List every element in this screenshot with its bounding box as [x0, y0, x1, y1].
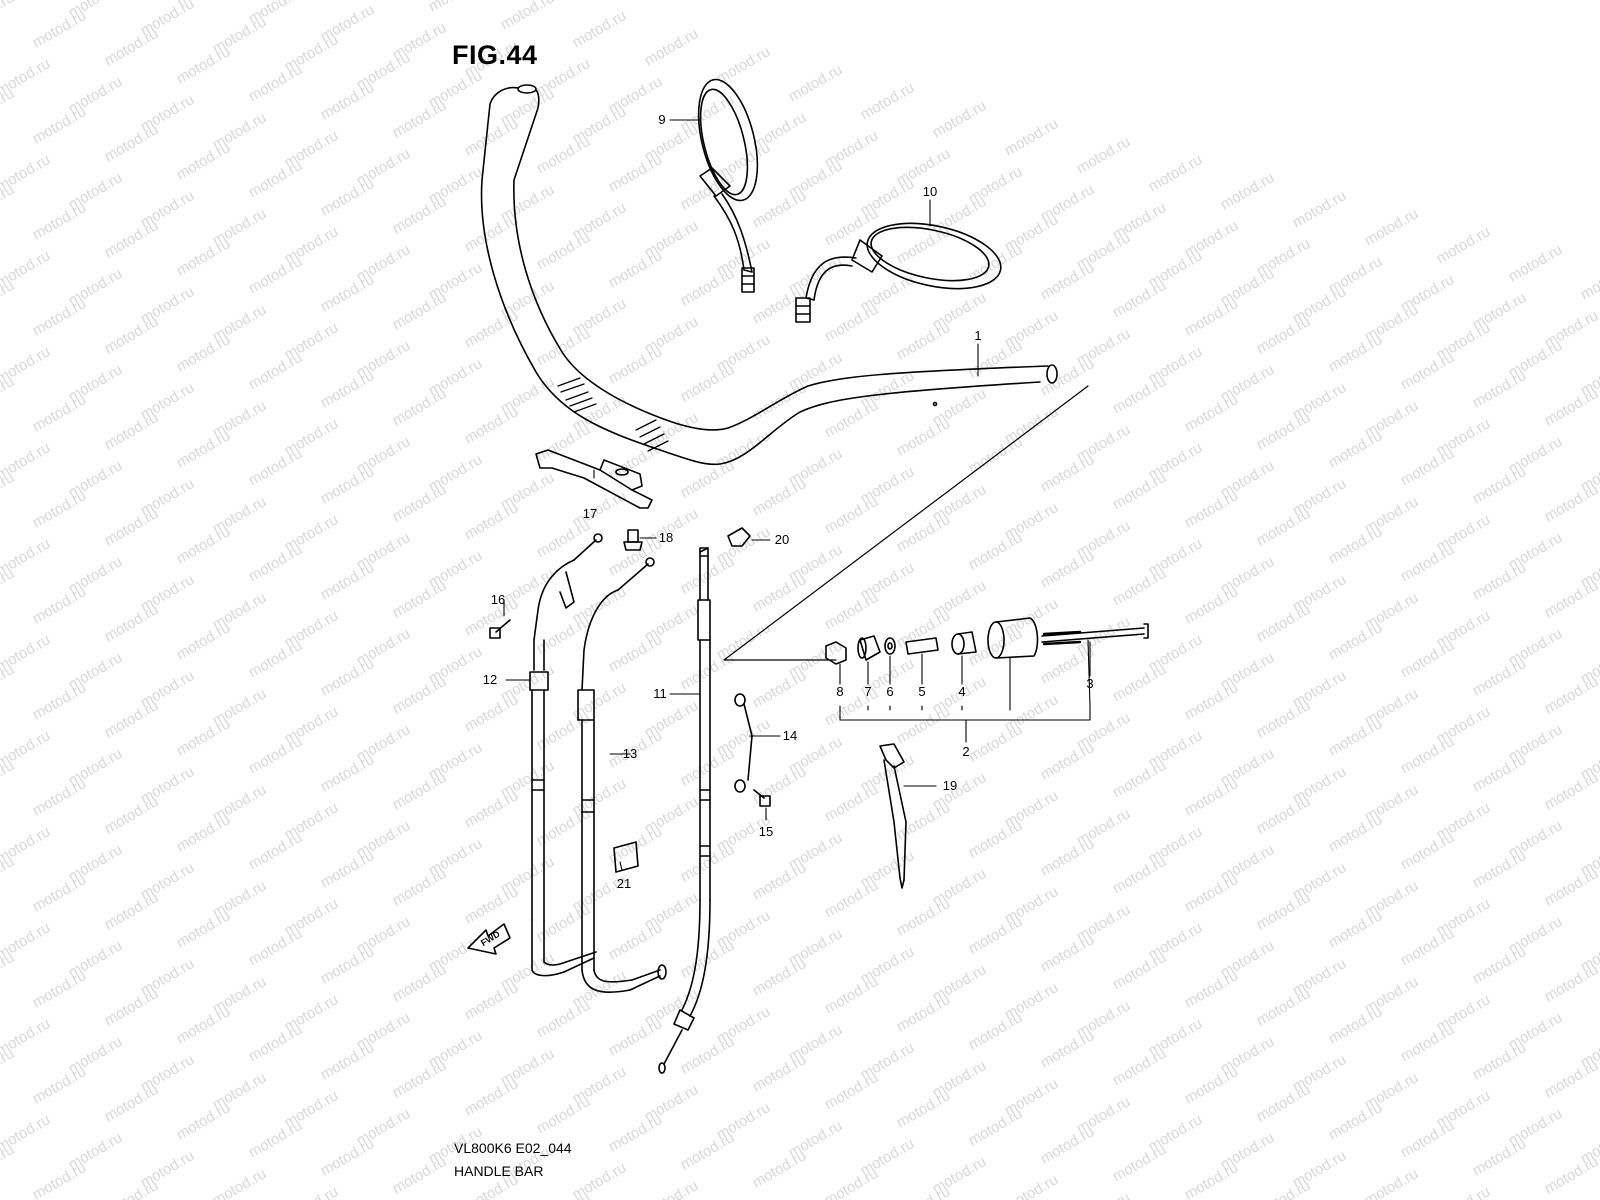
- section-name: HANDLE BAR: [454, 1163, 544, 1179]
- callout-14: 14: [783, 728, 797, 743]
- callout-1: 1: [974, 328, 981, 343]
- callout-6: 6: [886, 684, 893, 699]
- callout-16: 16: [491, 592, 505, 607]
- callout-12: 12: [483, 672, 497, 687]
- callout-19: 19: [943, 778, 957, 793]
- callout-13: 13: [623, 746, 637, 761]
- callout-17: 17: [583, 506, 597, 521]
- callout-5: 5: [918, 684, 925, 699]
- callout-18: 18: [659, 530, 673, 545]
- model-code: VL800K6 E02_044: [454, 1140, 572, 1156]
- callout-3: 3: [1086, 676, 1093, 691]
- callout-8: 8: [836, 684, 843, 699]
- callout-2: 2: [962, 744, 969, 759]
- callout-15: 15: [759, 824, 773, 839]
- callout-4: 4: [958, 684, 965, 699]
- figure-title: FIG.44: [452, 40, 538, 70]
- callout-21: 21: [617, 876, 631, 891]
- callout-10: 10: [923, 184, 937, 199]
- callout-7: 7: [864, 684, 871, 699]
- callout-11: 11: [653, 686, 667, 701]
- callout-9: 9: [658, 112, 665, 127]
- callout-20: 20: [775, 532, 789, 547]
- fwd-label: FWD: [479, 929, 502, 949]
